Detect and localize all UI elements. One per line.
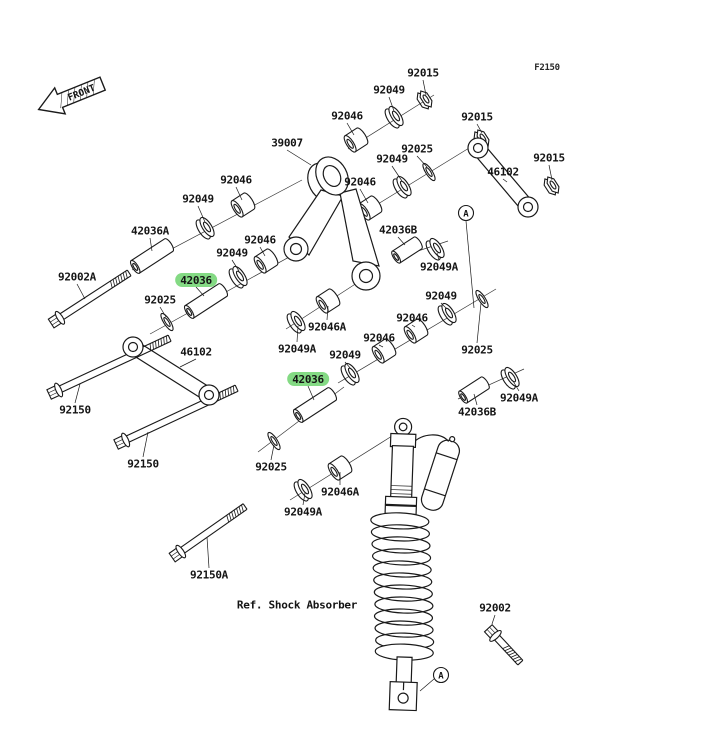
label-92015[interactable]: 92015 (407, 66, 439, 80)
label-39007[interactable]: 39007 (271, 136, 303, 150)
bolt-92150a (168, 503, 248, 563)
label-92150[interactable]: 92150 (127, 457, 159, 471)
label-42036[interactable]: 42036 (175, 273, 217, 287)
label-46102[interactable]: 46102 (487, 165, 519, 179)
label-92025[interactable]: 92025 (461, 343, 493, 357)
label-42036b[interactable]: 42036B (458, 405, 496, 419)
label-92049a[interactable]: 92049A (420, 260, 458, 274)
label-92046[interactable]: 92046 (396, 311, 428, 325)
bolt-92150-lower (113, 384, 239, 450)
shock-reservoir (420, 436, 461, 511)
label-leader-lines (74, 79, 553, 625)
callout-a-upper: A (457, 204, 475, 309)
label-92046[interactable]: 92046 (220, 173, 252, 187)
callout-letter: A (438, 672, 444, 682)
label-92049a[interactable]: 92049A (278, 342, 316, 356)
bolt-92002a (47, 269, 132, 329)
label-ref-shock-absorber: Ref. Shock Absorber (236, 598, 358, 612)
label-92150[interactable]: 92150 (59, 403, 91, 417)
label-92046[interactable]: 92046 (344, 175, 376, 189)
part-39007-rocker-arm (283, 156, 381, 291)
label-92049[interactable]: 92049 (329, 348, 361, 362)
label-92049[interactable]: 92049 (376, 152, 408, 166)
part-shock-absorber (370, 417, 461, 712)
label-92046[interactable]: 92046 (244, 233, 276, 247)
label-42036[interactable]: 42036 (287, 372, 329, 386)
label-42036a[interactable]: 42036A (131, 224, 169, 238)
label-46102[interactable]: 46102 (180, 345, 212, 359)
bolt-92150-upper (46, 334, 172, 400)
label-92049[interactable]: 92049 (182, 192, 214, 206)
label-92015[interactable]: 92015 (461, 110, 493, 124)
label-92002[interactable]: 92002 (479, 601, 511, 615)
label-92049[interactable]: 92049 (373, 83, 405, 97)
label-92025[interactable]: 92025 (401, 142, 433, 156)
bolt-92002 (483, 623, 524, 666)
label-92025[interactable]: 92025 (144, 293, 176, 307)
callout-letter: A (463, 210, 469, 220)
label-42036b[interactable]: 42036B (379, 223, 417, 237)
label-92046a[interactable]: 92046A (308, 320, 346, 334)
part-46102-tie-rod-right (467, 137, 539, 218)
label-92025[interactable]: 92025 (255, 460, 287, 474)
fastener-and-bushing-parts (46, 88, 563, 666)
label-92046[interactable]: 92046 (363, 331, 395, 345)
label-92049[interactable]: 92049 (425, 289, 457, 303)
label-92015[interactable]: 92015 (533, 151, 565, 165)
callout-a-lower: A (419, 666, 450, 692)
label-92002a[interactable]: 92002A (58, 270, 96, 284)
label-92049[interactable]: 92049 (216, 246, 248, 260)
label-92049a[interactable]: 92049A (500, 391, 538, 405)
label-92046a[interactable]: 92046A (321, 485, 359, 499)
label-92049a[interactable]: 92049A (284, 505, 322, 519)
label-92046[interactable]: 92046 (331, 109, 363, 123)
label-92150a[interactable]: 92150A (190, 568, 228, 582)
diagram-code: F2150 (534, 63, 560, 73)
part-46102-tie-rod-left (122, 336, 220, 406)
